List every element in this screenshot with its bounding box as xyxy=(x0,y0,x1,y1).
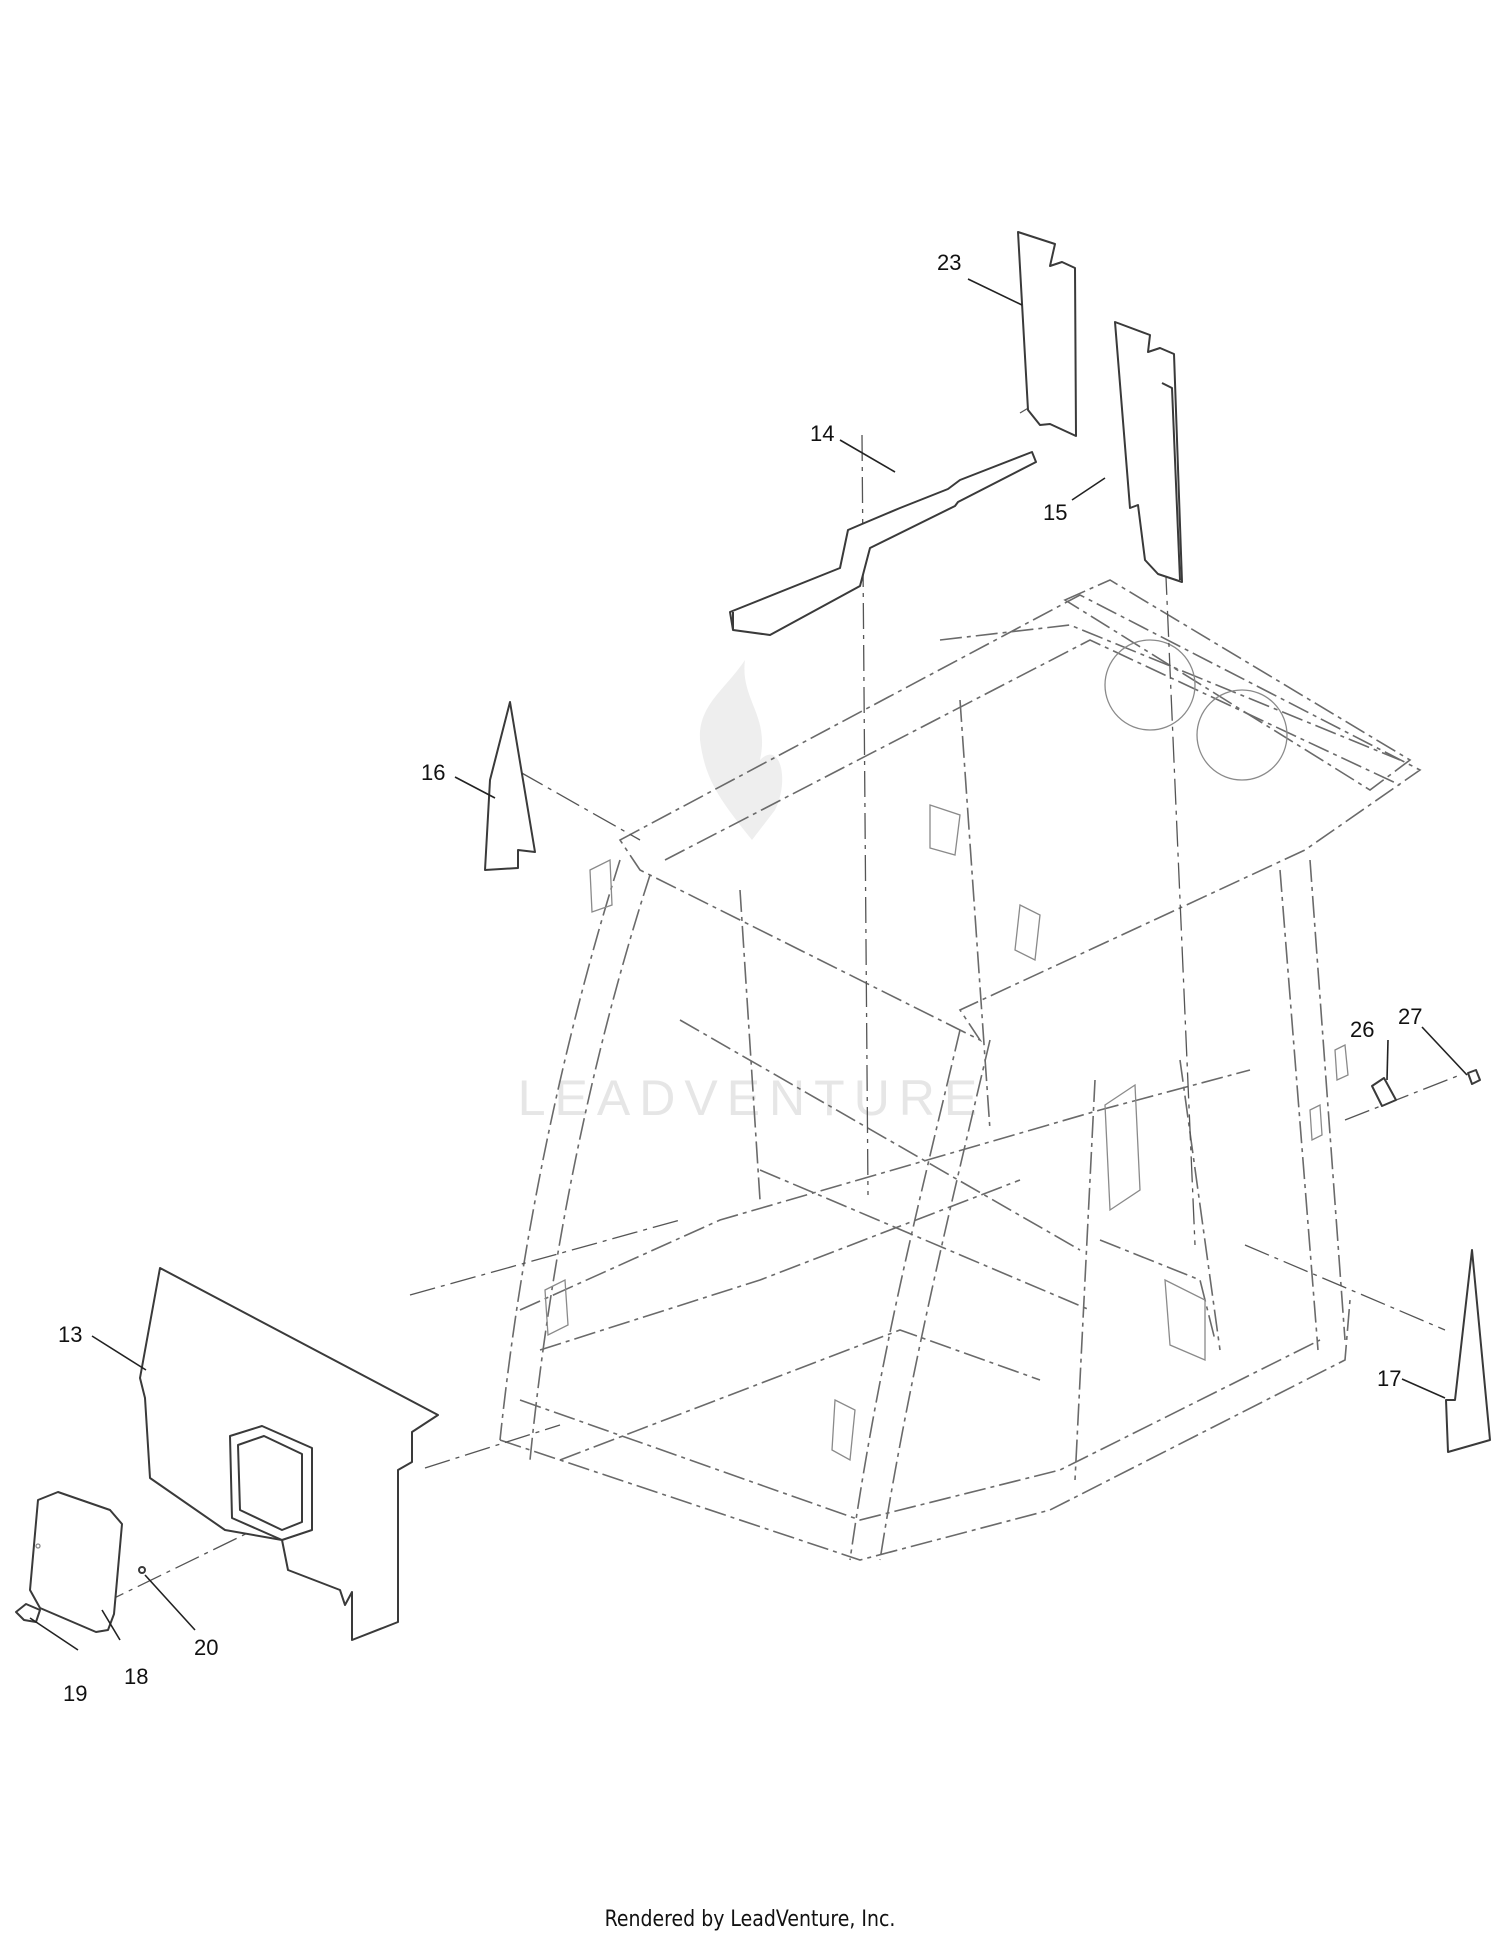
callouts: 23 14 15 16 26 27 13 17 20 18 19 xyxy=(58,250,1422,1706)
callout-16: 16 xyxy=(421,760,445,785)
callout-19: 19 xyxy=(63,1681,87,1706)
callout-27: 27 xyxy=(1398,1004,1422,1029)
part-17-seal xyxy=(1445,1249,1491,1453)
watermark: LEADVENTURE xyxy=(518,660,987,1126)
part-16-seal xyxy=(484,701,536,871)
callout-23: 23 xyxy=(937,250,961,275)
part-14-seal xyxy=(729,451,1037,636)
footer-credit: Rendered by LeadVenture, Inc. xyxy=(604,1907,896,1932)
part-20-fastener xyxy=(138,1566,146,1574)
callout-17: 17 xyxy=(1377,1366,1401,1391)
part-26-clip xyxy=(1371,1077,1397,1107)
part-18-window-panel xyxy=(29,1491,123,1633)
callout-14: 14 xyxy=(810,421,834,446)
part-23-seal xyxy=(1017,231,1077,437)
part-27-screw xyxy=(1467,1069,1481,1085)
callout-18: 18 xyxy=(124,1664,148,1689)
part-13-window xyxy=(229,1425,313,1541)
leader-lines xyxy=(29,278,1468,1651)
callout-26: 26 xyxy=(1350,1017,1374,1042)
watermark-text: LEADVENTURE xyxy=(518,1070,987,1126)
cab-frame xyxy=(499,579,1422,1561)
watermark-logo-icon xyxy=(699,660,783,840)
part-19-knob xyxy=(15,1603,41,1623)
callout-15: 15 xyxy=(1043,500,1067,525)
part-15-seal xyxy=(1114,321,1183,583)
callout-13: 13 xyxy=(58,1322,82,1347)
callout-20: 20 xyxy=(194,1635,218,1660)
